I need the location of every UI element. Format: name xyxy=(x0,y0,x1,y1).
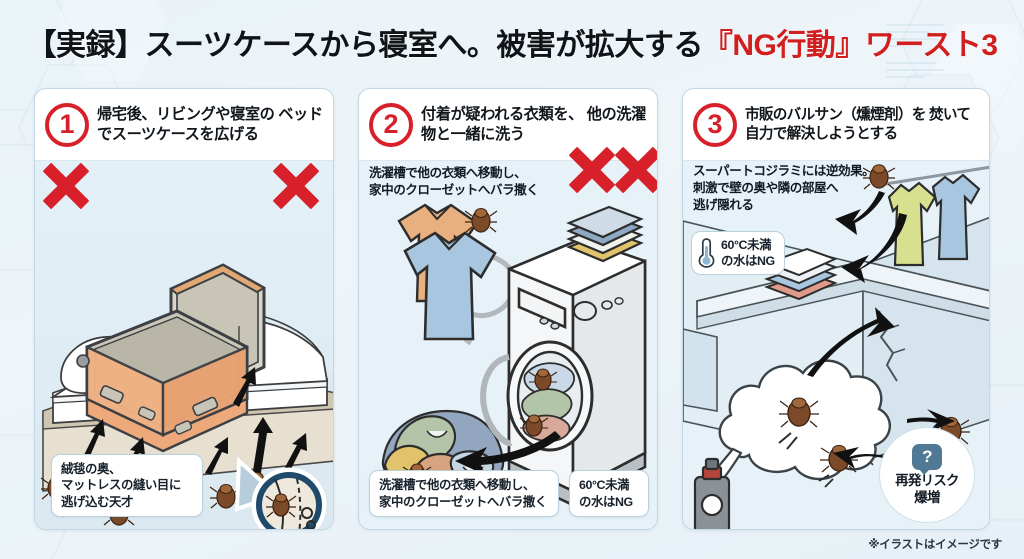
panel-1-heading: 帰宅後、リビングや寝室の ベッドでスーツケースを広げる xyxy=(97,106,323,143)
panel-1-illustration xyxy=(35,161,333,529)
suitcase-on-bed-illustration xyxy=(35,161,333,529)
panel-1-header: 1 帰宅後、リビングや寝室の ベッドでスーツケースを広げる xyxy=(35,89,333,161)
panel-2-header: 2 付着が疑われる衣類を、 他の洗濯物と一緒に洗う xyxy=(359,89,657,161)
bedbug-icon xyxy=(779,397,819,428)
washing-spread-bubble: 洗濯槽で他の衣類へ移動し、 家中のクローゼットへバラ撒く xyxy=(369,470,559,517)
red-x-mark xyxy=(615,147,657,193)
thermometer-icon xyxy=(698,238,715,268)
recurrence-risk-bubble: ? 再発リスク 爆増 xyxy=(879,427,975,523)
panel-3-illustration: スーパートコジラミには逆効果。 刺激で壁の奥や隣の部屋へ 逃げ隠れる 60°C未… xyxy=(683,161,989,529)
recurrence-risk-line2: 爆増 xyxy=(914,489,940,505)
red-x-mark xyxy=(273,163,319,209)
illustration-disclaimer: ※イラストはイメージです xyxy=(868,539,1002,551)
red-x-mark xyxy=(43,163,89,209)
panel-2-heading: 付着が疑われる衣類を、 他の洗濯物と一緒に洗う xyxy=(421,106,646,143)
panel-3-heading: 市販のバルサン（燻煙剤）を 焚いて自力で解決しようとする xyxy=(745,106,971,142)
washing-spread-overlay-text: 洗濯槽で他の衣類へ移動し、 家中のクローゼットへバラ撒く xyxy=(369,166,539,197)
bedbug-icon xyxy=(464,208,498,233)
panel-2: 2 付着が疑われる衣類を、 他の洗濯物と一緒に洗う xyxy=(358,88,658,530)
panel-3: 3 市販のバルサン（燻煙剤）を 焚いて自力で解決しようとする xyxy=(682,88,990,530)
bedbug-icon xyxy=(862,164,896,190)
panel-3-header: 3 市販のバルサン（燻煙剤）を 焚いて自力で解決しようとする xyxy=(683,89,989,161)
fumigation-counter-effect-text: スーパートコジラミには逆効果。 刺激で壁の奥や隣の部屋へ 逃げ隠れる xyxy=(693,164,875,212)
bedbug-icon xyxy=(519,414,549,437)
panel-1: 1 帰宅後、リビングや寝室の ベッドでスーツケースを広げる xyxy=(34,88,334,530)
magnifier-icon xyxy=(234,456,327,529)
red-x-mark xyxy=(569,147,615,193)
title-lead: 【実録】スーツケースから寝室へ。被害が拡大する xyxy=(26,29,703,62)
cold-water-ng-label: 60°C未満 の水はNG xyxy=(721,238,775,269)
panel-1-number-badge: 1 xyxy=(45,102,89,147)
cold-water-ng-callout: 60°C未満 の水はNG xyxy=(691,231,785,276)
page-title: 【実録】スーツケースから寝室へ。被害が拡大する『NG行動』ワースト3 xyxy=(0,20,1024,64)
cold-water-ng-bubble: 60°C未満 の水はNG xyxy=(569,470,649,517)
recurrence-risk-line1: 再発リスク xyxy=(895,473,959,489)
fumigation-room-illustration xyxy=(683,161,989,529)
panel-2-number-badge: 2 xyxy=(369,102,413,147)
bedbug-icon xyxy=(528,368,558,391)
carpet-hideout-bubble: 絨毯の奥、 マットレスの縫い目に 逃げ込む天才 xyxy=(51,453,203,517)
panel-3-number-badge: 3 xyxy=(693,102,737,147)
title-highlight: 『NG行動』ワースト3 xyxy=(702,29,998,62)
question-mark-icon: ? xyxy=(912,444,942,476)
